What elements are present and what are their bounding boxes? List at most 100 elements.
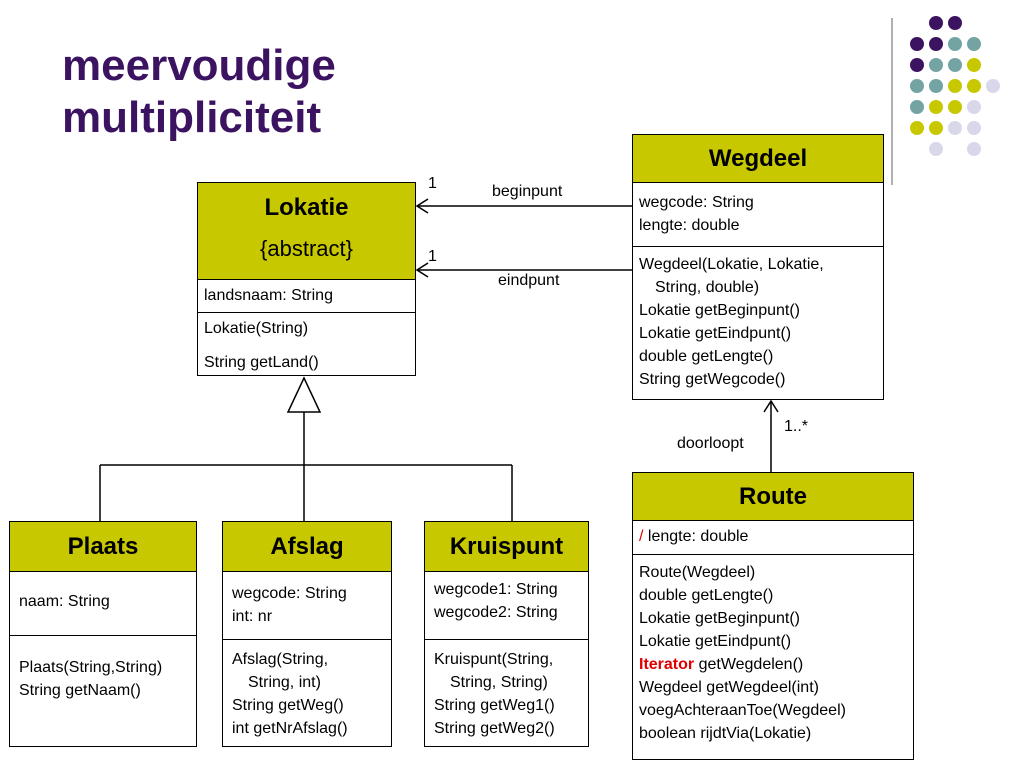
decorative-dot: [929, 58, 943, 72]
class-wegdeel-name: Wegdeel: [708, 145, 808, 172]
decorative-dot: [967, 58, 981, 72]
association-label-beginpunt: beginpunt: [492, 183, 563, 200]
multiplicity-beginpunt: 1: [428, 175, 437, 192]
attribute-landsnaam: landsnaam: String: [204, 287, 333, 304]
method-afslag-constructor: Afslag(String,: [232, 651, 329, 668]
iterator-keyword: Iterator: [639, 656, 695, 673]
method-route-constructor: Route(Wegdeel): [639, 564, 756, 581]
decorative-dot: [967, 37, 981, 51]
decorative-dot: [948, 79, 962, 93]
attribute-wegcode2: wegcode2: String: [434, 604, 558, 621]
decorative-dot: [948, 121, 962, 135]
method-get-weg1: String getWeg1(): [434, 697, 555, 714]
method-get-weg: String getWeg(): [232, 697, 344, 714]
decorative-dot: [986, 79, 1000, 93]
decorative-dot: [929, 16, 943, 30]
decorative-dot: [967, 79, 981, 93]
decorative-dot: [910, 79, 924, 93]
class-wegdeel-attributes: wegcode: String lengte: double: [633, 183, 883, 247]
method-get-naam: String getNaam(): [19, 682, 141, 699]
method-wegdeel-constructor: Wegdeel(Lokatie, Lokatie,: [639, 256, 824, 273]
method-route-get-eindpunt: Lokatie getEindpunt(): [639, 633, 792, 650]
decorative-dot-grid: [891, 16, 1000, 185]
class-afslag-methods: Afslag(String, String, int) String getWe…: [223, 640, 391, 742]
arrow-head-eindpunt: [415, 262, 429, 278]
slide-title: meervoudige multipliciteit: [62, 40, 336, 144]
class-lokatie-name: Lokatie: [264, 194, 349, 221]
class-lokatie-stereotype: {abstract}: [260, 236, 353, 261]
class-lokatie-attributes: landsnaam: String: [198, 280, 415, 313]
decorative-dot: [967, 142, 981, 156]
generalization-triangle: [286, 376, 322, 413]
decorative-dot: [967, 121, 981, 135]
class-plaats-header: Plaats: [10, 522, 196, 572]
method-get-wegdeel: Wegdeel getWegdeel(int): [639, 679, 819, 696]
class-kruispunt: Kruispunt wegcode1: String wegcode2: Str…: [424, 521, 589, 747]
method-route-get-lengte: double getLengte(): [639, 587, 774, 604]
decorative-dot: [910, 100, 924, 114]
class-route-header: Route: [633, 473, 913, 521]
method-get-land: String getLand(): [204, 354, 319, 371]
method-plaats-constructor: Plaats(String,String): [19, 659, 163, 676]
class-kruispunt-name: Kruispunt: [449, 533, 564, 560]
decorative-dot: [929, 37, 943, 51]
title-line-1: meervoudige: [62, 41, 336, 90]
method-get-wegdelen: Iterator getWegdelen(): [639, 653, 907, 676]
arrow-head-beginpunt: [415, 198, 429, 214]
method-get-wegdelen-name: getWegdelen(): [698, 656, 804, 673]
arrow-head-doorloopt: [763, 399, 779, 413]
attribute-afslag-wegcode: wegcode: String: [232, 585, 347, 602]
class-afslag-name: Afslag: [270, 533, 344, 560]
method-get-beginpunt: Lokatie getBeginpunt(): [639, 302, 800, 319]
attribute-lengte: lengte: double: [639, 217, 740, 234]
method-kruispunt-constructor-cont: String, String): [450, 674, 548, 691]
class-lokatie-methods: Lokatie(String) String getLand(): [198, 313, 415, 376]
derived-marker: /: [639, 528, 644, 545]
decorative-dot: [948, 37, 962, 51]
multiplicity-eindpunt: 1: [428, 248, 437, 265]
method-get-nr-afslag: int getNrAfslag(): [232, 720, 348, 737]
method-afslag-constructor-cont: String, int): [248, 674, 321, 691]
title-line-2: multipliciteit: [62, 93, 322, 142]
attribute-route-lengte: / lengte: double: [639, 523, 907, 551]
class-wegdeel-methods: Wegdeel(Lokatie, Lokatie, String, double…: [633, 247, 883, 393]
decorative-dot: [948, 16, 962, 30]
decorative-dot: [929, 121, 943, 135]
decorative-dot: [967, 100, 981, 114]
decorative-dot: [910, 121, 924, 135]
method-get-eindpunt: Lokatie getEindpunt(): [639, 325, 792, 342]
class-afslag: Afslag wegcode: String int: nr Afslag(St…: [222, 521, 392, 747]
class-kruispunt-header: Kruispunt: [425, 522, 588, 572]
class-wegdeel: Wegdeel wegcode: String lengte: double W…: [632, 134, 884, 400]
class-kruispunt-attributes: wegcode1: String wegcode2: String: [425, 572, 588, 640]
method-get-lengte: double getLengte(): [639, 348, 774, 365]
class-wegdeel-header: Wegdeel: [633, 135, 883, 183]
decorative-dot: [929, 79, 943, 93]
multiplicity-doorloopt: 1..*: [784, 418, 809, 435]
class-lokatie: Lokatie {abstract} landsnaam: String Lok…: [197, 182, 416, 376]
method-get-weg2: String getWeg2(): [434, 720, 555, 737]
decorative-dot: [910, 58, 924, 72]
attribute-route-lengte-text: lengte: double: [647, 528, 749, 545]
method-kruispunt-constructor: Kruispunt(String,: [434, 651, 554, 668]
decorative-dot: [910, 37, 924, 51]
class-route-name: Route: [739, 483, 807, 510]
class-route: Route / lengte: double Route(Wegdeel) do…: [632, 472, 914, 760]
class-lokatie-header: Lokatie {abstract}: [198, 183, 415, 280]
attribute-wegcode1: wegcode1: String: [434, 581, 558, 598]
association-label-doorloopt: doorloopt: [677, 435, 744, 452]
attribute-naam: naam: String: [19, 593, 110, 610]
attribute-afslag-nr: int: nr: [232, 608, 273, 625]
class-route-attributes: / lengte: double: [633, 521, 913, 555]
class-plaats-attributes: naam: String: [10, 572, 196, 636]
method-get-wegcode: String getWegcode(): [639, 371, 786, 388]
class-kruispunt-methods: Kruispunt(String, String, String) String…: [425, 640, 588, 742]
class-afslag-attributes: wegcode: String int: nr: [223, 572, 391, 640]
class-afslag-header: Afslag: [223, 522, 391, 572]
method-voeg-achteraan-toe: voegAchteraanToe(Wegdeel): [639, 702, 846, 719]
method-rijdt-via: boolean rijdtVia(Lokatie): [639, 725, 812, 742]
decorative-dot: [929, 142, 943, 156]
decorative-dot: [948, 58, 962, 72]
method-route-get-beginpunt: Lokatie getBeginpunt(): [639, 610, 800, 627]
